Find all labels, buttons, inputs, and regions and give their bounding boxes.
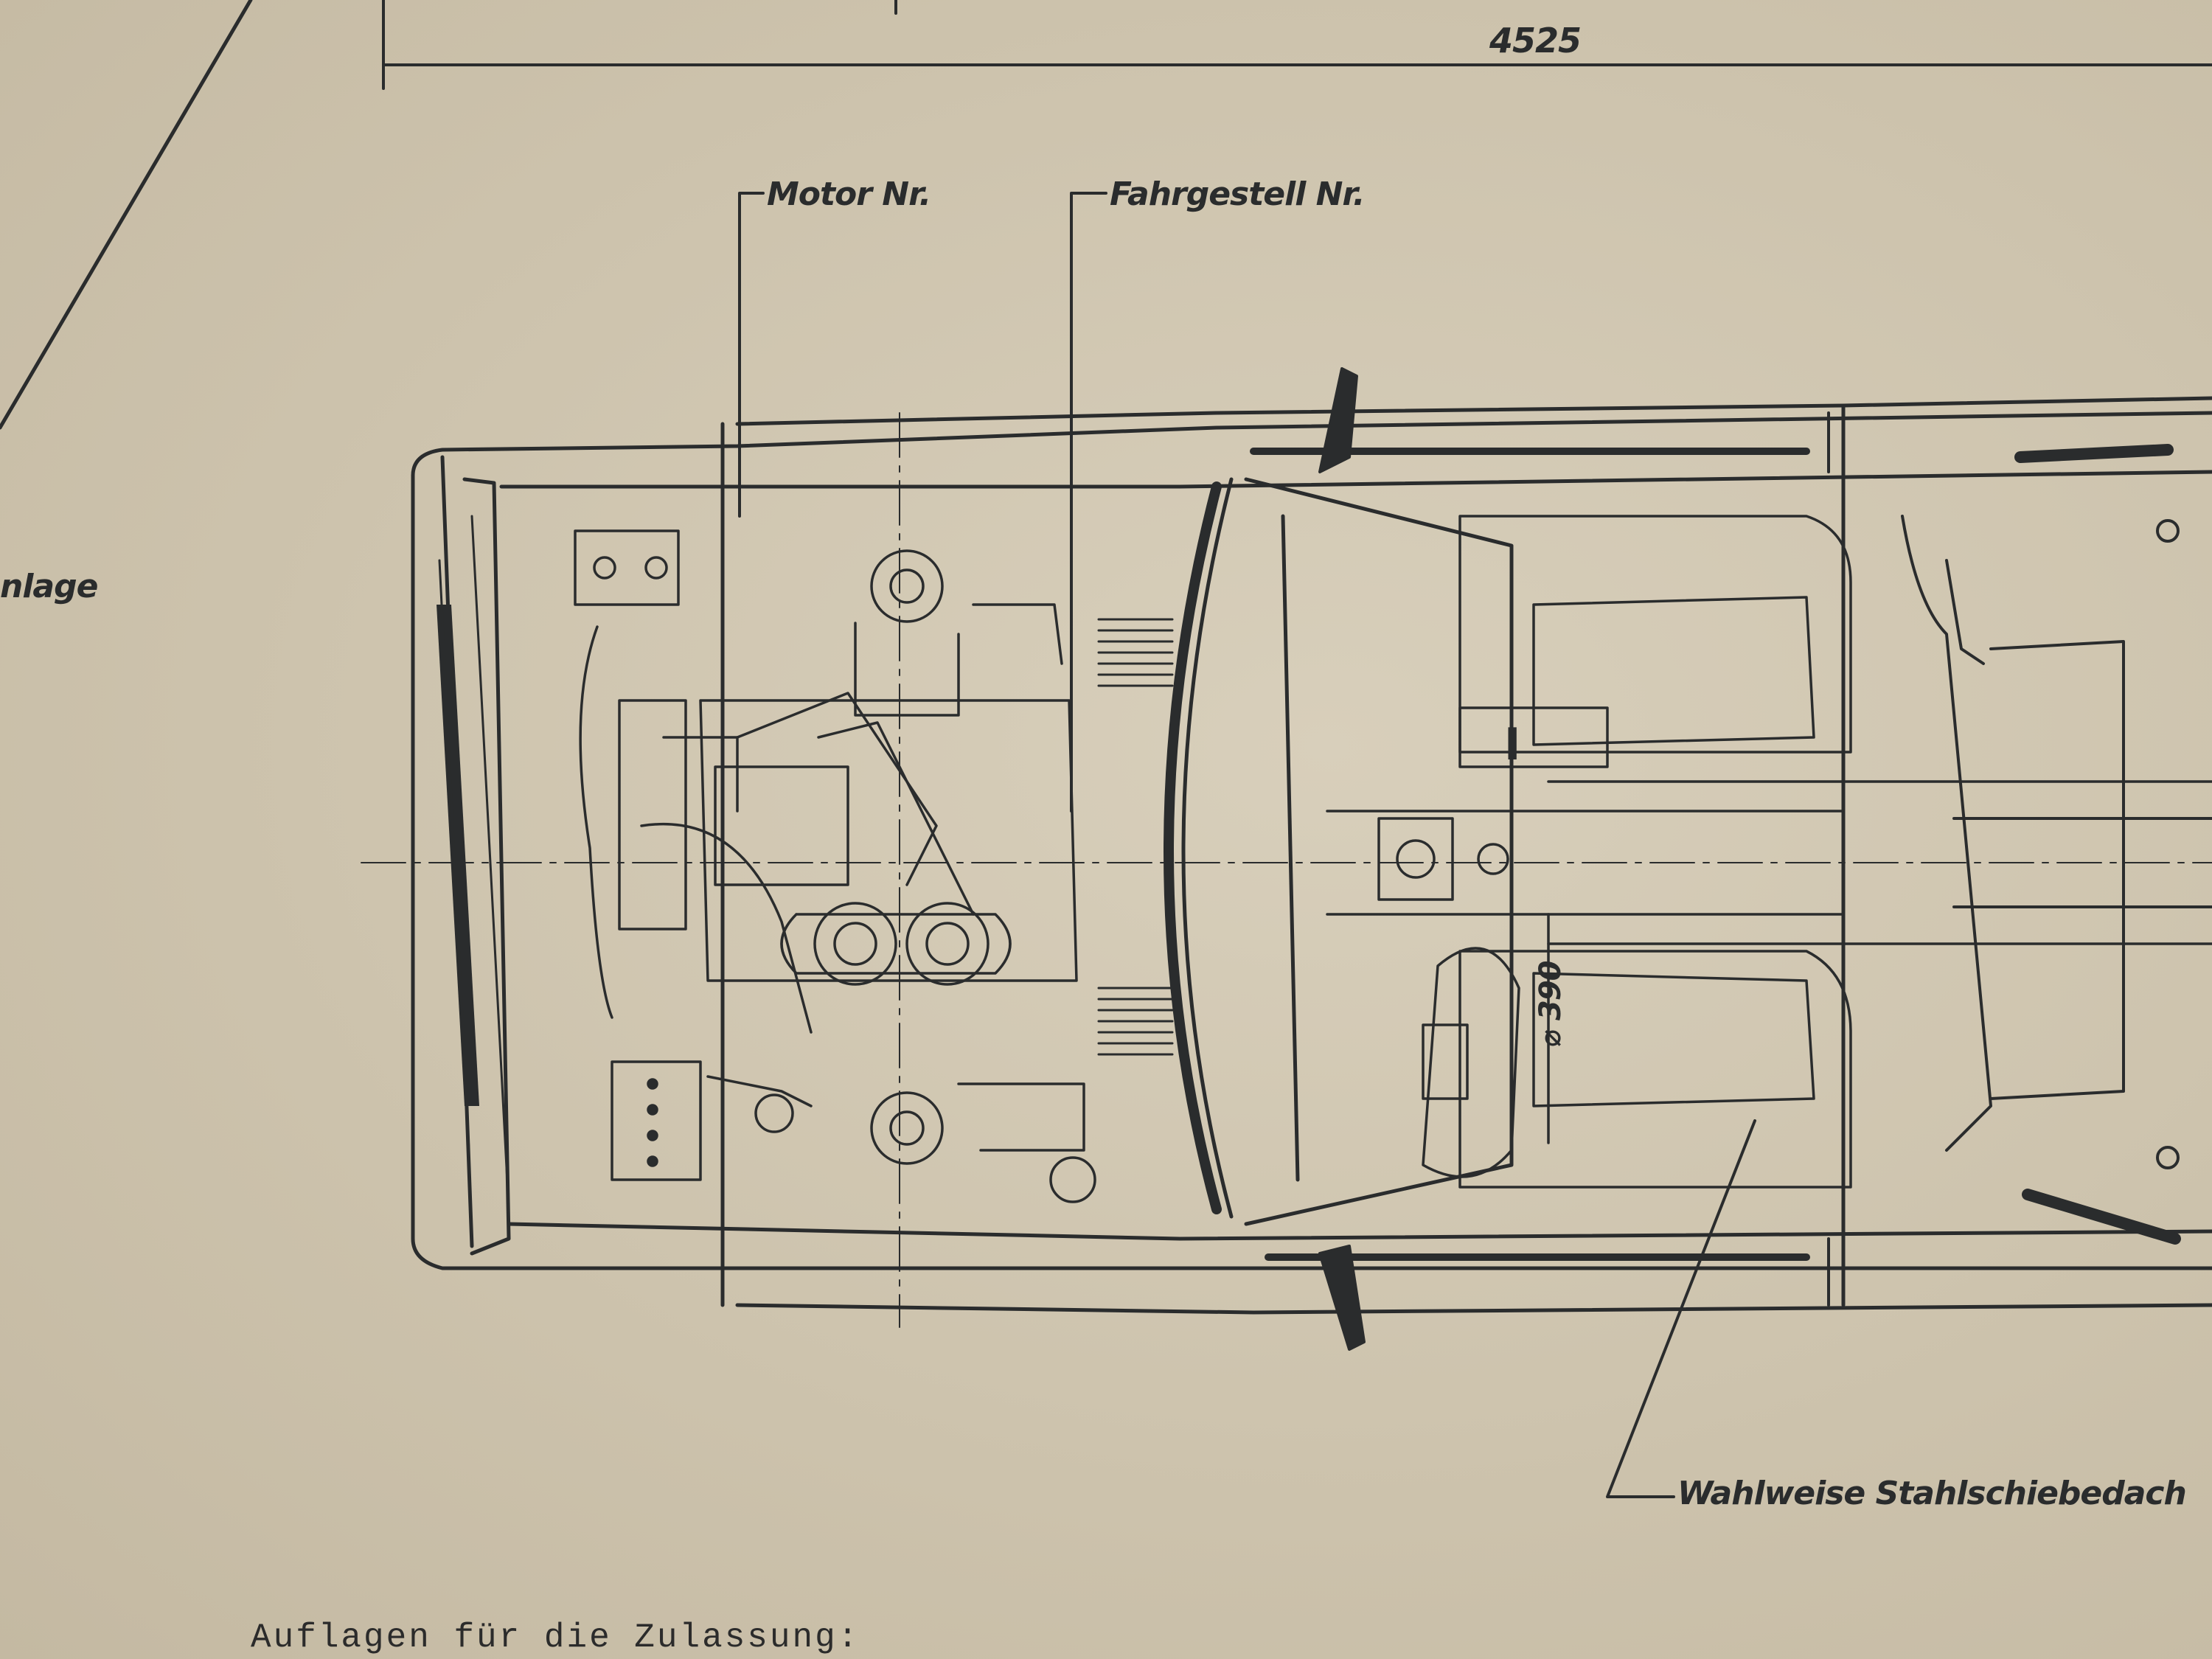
engine-number-label: Motor Nr. (767, 175, 931, 213)
rear-chassis (1901, 444, 2212, 1245)
gear-marker-label: I (1504, 719, 1520, 771)
engine-bay (574, 529, 1096, 1203)
sunroof-leader-line (1606, 1119, 1756, 1498)
partial-side-label: nlage (0, 568, 98, 605)
cowl-vents (1097, 618, 1174, 1056)
front-grille (437, 515, 510, 1211)
overall-length-dimension (382, 0, 2212, 90)
interior (1326, 515, 2212, 1189)
side-mirrors (1318, 367, 1366, 1351)
chassis-leader-line (1070, 192, 1107, 813)
windshield (1164, 477, 1514, 1226)
diagonal-leader-line (0, 0, 253, 430)
overall-length-label: 4525 (1489, 21, 1582, 60)
diameter-label: ⌀ 390 (1534, 961, 1568, 1047)
car-body-outline (411, 396, 2212, 1315)
door-lines (1250, 411, 1830, 1307)
centerlines (361, 412, 2212, 1328)
approval-requirements-heading: Auflagen für die Zulassung: (251, 1618, 860, 1657)
sunroof-label: Wahlweise Stahlschiebedach (1677, 1475, 2187, 1512)
chassis-number-label: Fahrgestell Nr. (1110, 175, 1366, 213)
motor-leader-line (738, 192, 765, 518)
